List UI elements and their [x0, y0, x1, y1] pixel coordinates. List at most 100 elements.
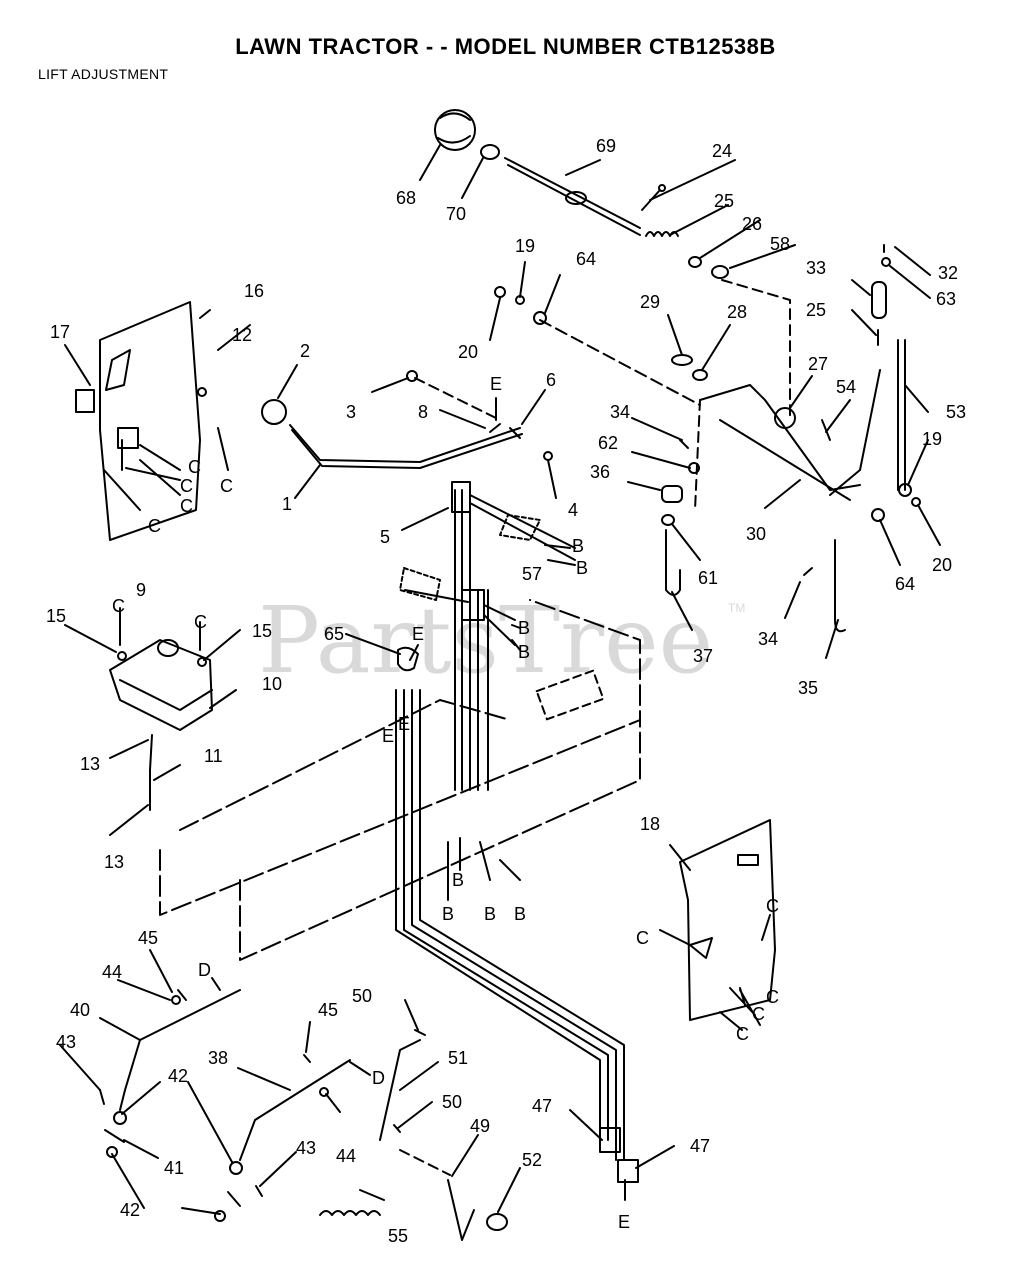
callout-30: 30	[746, 524, 766, 544]
callout-11: 11	[204, 746, 223, 766]
callout-17: 17	[50, 322, 70, 342]
callout-42b: 42	[120, 1200, 140, 1220]
callout-E3: E	[382, 726, 394, 746]
centerline-b	[539, 319, 701, 406]
centerline-e	[399, 1149, 451, 1176]
callout-42: 42	[168, 1066, 188, 1086]
pin-part-34a	[679, 439, 689, 449]
washer-part-42c	[229, 1161, 243, 1175]
tank-edge	[119, 679, 213, 711]
callout-51: 51	[448, 1048, 468, 1068]
callout-38: 38	[208, 1048, 228, 1068]
callout-26: 26	[742, 214, 762, 234]
clip-part-19b	[898, 483, 912, 497]
callout-C6: C	[112, 596, 125, 616]
spacer-part-41b	[227, 1191, 241, 1207]
handle-grip-part-33	[871, 281, 887, 319]
screw-part-15a	[117, 651, 127, 661]
section-label: LIFT ADJUSTMENT	[38, 66, 169, 82]
callout-57: 57	[522, 564, 542, 584]
callout-70: 70	[446, 204, 466, 224]
pin-part-44b	[319, 1087, 329, 1097]
callout-C7: C	[194, 612, 207, 632]
callout-C10: C	[766, 987, 779, 1007]
callout-4: 4	[568, 500, 578, 520]
callout-6: 6	[546, 370, 556, 390]
clip-part-50b	[393, 1124, 401, 1133]
callout-B8: B	[514, 904, 526, 924]
callout-34: 34	[610, 402, 630, 422]
callout-34b: 34	[758, 629, 778, 649]
callout-24: 24	[712, 141, 732, 161]
callout-43b: 43	[296, 1138, 316, 1158]
callout-55: 55	[388, 1226, 408, 1246]
frame-outline-b	[239, 719, 641, 961]
callout-B2: B	[576, 558, 588, 578]
callout-15: 15	[46, 606, 66, 626]
callout-44: 44	[102, 962, 122, 982]
callout-C2: C	[180, 476, 193, 496]
bracket-part-47b	[617, 1159, 639, 1183]
callout-15b: 15	[252, 621, 272, 641]
bushing-part-27	[774, 407, 796, 429]
side-panel-part-18	[679, 819, 776, 1021]
bracket-part-5	[451, 481, 471, 513]
callout-69: 69	[596, 136, 616, 156]
callout-D1: D	[198, 960, 211, 980]
callout-C4: C	[220, 476, 233, 496]
cross-shaft-part-30	[719, 419, 851, 501]
phantom-block	[499, 514, 541, 541]
clip-part-29	[671, 354, 693, 366]
callout-37: 37	[693, 646, 713, 666]
callout-B3: B	[518, 618, 530, 638]
callout-45: 45	[138, 928, 158, 948]
rod-part-5-arms	[469, 494, 576, 561]
clip-part-58	[711, 265, 729, 279]
callout-12: 12	[232, 325, 252, 345]
screw-part-12	[197, 387, 207, 397]
bracket-part-47a	[599, 1127, 621, 1153]
callout-5: 5	[380, 527, 390, 547]
lift-lever-arm	[139, 989, 241, 1041]
knob-part-2	[261, 399, 287, 425]
centerline-d	[414, 377, 501, 421]
callout-64: 64	[576, 249, 596, 269]
callout-53: 53	[946, 402, 966, 422]
pin-part-34b	[803, 567, 813, 576]
bushing-part-64a	[533, 311, 547, 325]
callout-35: 35	[798, 678, 818, 698]
centerline	[721, 279, 791, 421]
callout-E2: E	[412, 624, 424, 644]
bushing-part-64b	[871, 508, 885, 522]
clip-part-50a	[414, 1029, 426, 1036]
callout-9: 9	[136, 580, 146, 600]
lift-rod-part-53	[897, 339, 906, 491]
long-lift-rods	[395, 689, 625, 1161]
bolt-part-43b	[255, 1185, 263, 1197]
callout-3: 3	[346, 402, 356, 422]
diagram-title: LAWN TRACTOR - - MODEL NUMBER CTB12538B	[235, 34, 776, 59]
callout-43: 43	[56, 1032, 76, 1052]
callout-10: 10	[262, 674, 282, 694]
bolt-part-43a	[99, 1089, 105, 1105]
callout-58: 58	[770, 234, 790, 254]
callout-20: 20	[458, 342, 478, 362]
callout-labels: 68 70 69 24 25 26 58 33 32 63 25 19 64 2…	[46, 136, 966, 1246]
callout-62: 62	[598, 433, 618, 453]
rod-part-57-arms	[483, 604, 516, 646]
callout-E5: E	[618, 1212, 630, 1232]
callout-B1: B	[572, 536, 584, 556]
callout-41: 41	[164, 1158, 184, 1178]
lift-lever-part-40	[119, 1039, 141, 1111]
lift-knob-part-68	[434, 109, 476, 151]
callout-50: 50	[352, 986, 372, 1006]
callout-65: 65	[324, 624, 344, 644]
callout-D2: D	[372, 1068, 385, 1088]
callout-20b: 20	[932, 555, 952, 575]
link-part-49	[447, 1179, 475, 1241]
callout-B6: B	[442, 904, 454, 924]
bushing-part-52	[486, 1213, 508, 1231]
lift-shaft-part-69	[504, 157, 641, 236]
callout-B4: B	[518, 642, 530, 662]
screw-part-15b	[197, 657, 207, 667]
